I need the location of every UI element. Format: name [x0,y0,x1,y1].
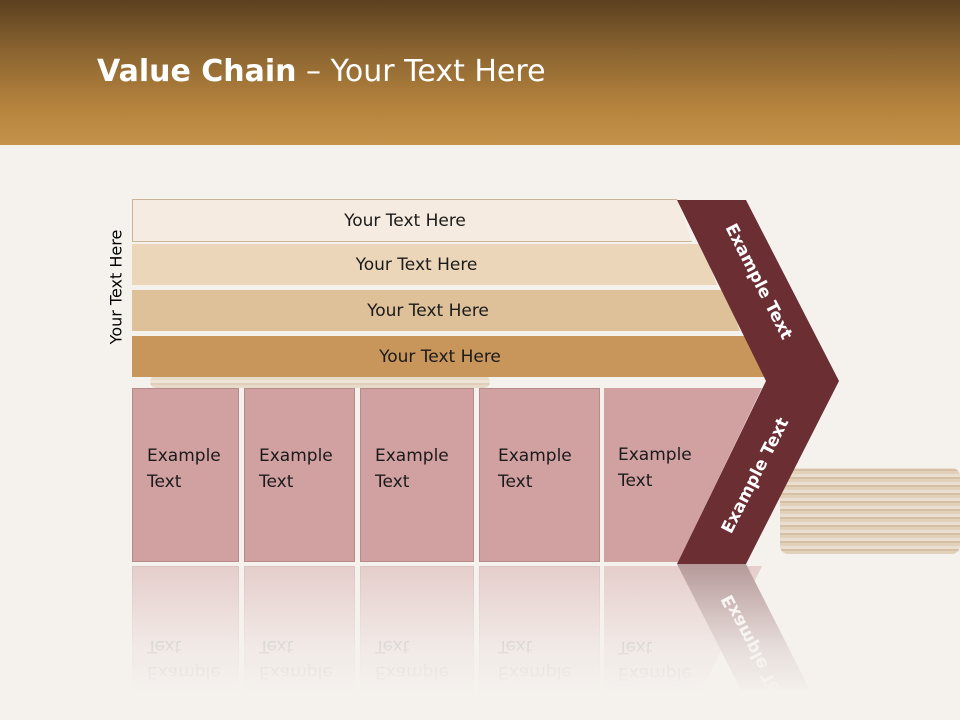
activity-box-3: Example Text [360,388,474,562]
decorative-brush-image [150,376,490,388]
support-row-3: Your Text Here [132,290,740,331]
support-row-4: Your Text Here [132,336,764,377]
reflection-fade [0,564,960,720]
support-row-1: Your Text Here [132,199,692,242]
support-row-label: Your Text Here [355,254,478,275]
reflection-chevron-text: Example Text [718,591,794,713]
side-label: Your Text Here [106,229,126,345]
slide-title-rest: – Your Text Here [296,54,546,89]
support-row-2: Your Text Here [132,244,717,285]
title-bar [0,0,960,145]
slide-title-bold: Value Chain [97,54,297,89]
activity-label-line2: Text [147,472,182,492]
activity-label-line1: Example [375,446,449,466]
activity-box-2: Example Text [244,388,355,562]
support-row-label: Your Text Here [379,346,501,367]
activity-label-line2: Text [498,472,533,492]
activity-label-line1: Example [147,446,221,466]
activity-label-line1: Example [618,445,692,465]
activity-box-4: Example Text [479,388,600,562]
activity-label-line2: Text [375,472,410,492]
activity-label-line2: Text [259,472,294,492]
support-row-label: Your Text Here [367,300,489,321]
reflection-chevron: Example Text [677,564,810,713]
activity-label-line2: Text [618,471,653,491]
support-row-label: Your Text Here [344,210,466,231]
decorative-brush-image [780,468,960,554]
slide-title: Value Chain – Your Text Here [97,54,546,89]
activity-box-1: Example Text [132,388,239,562]
activity-label-line1: Example [498,446,572,466]
activity-box-5: Example Text [604,388,762,562]
activity-label-line1: Example [259,446,333,466]
